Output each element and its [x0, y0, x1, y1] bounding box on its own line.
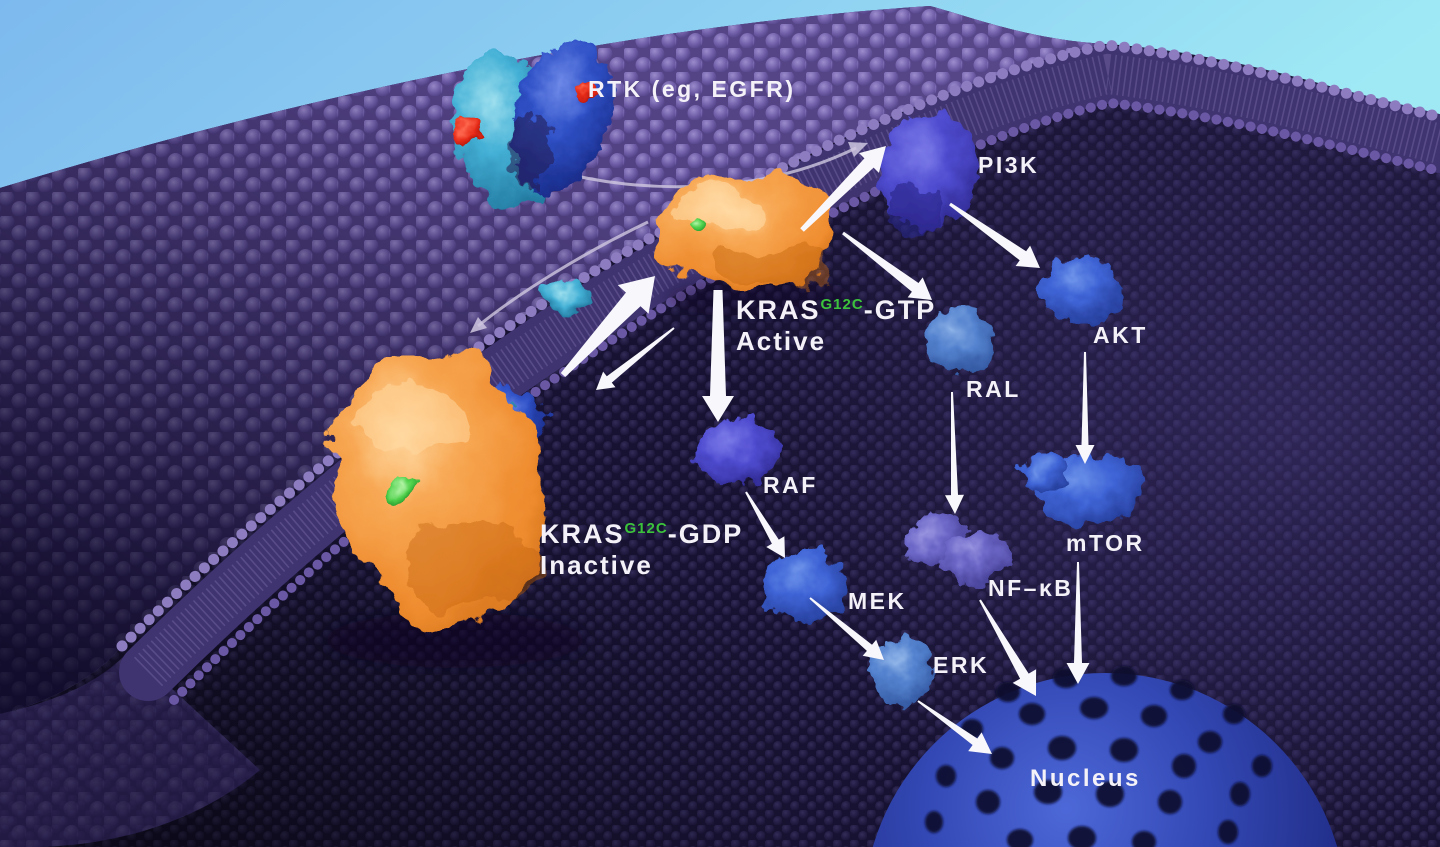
kras-gdp-mutation: G12C	[624, 520, 668, 537]
ral-protein	[921, 306, 995, 374]
nucleus-sphere	[872, 666, 1338, 847]
kras-gtp-mutation: G12C	[820, 296, 864, 313]
arrow-ral-to-nfkb	[945, 392, 964, 514]
kras-gdp-state: Inactive	[540, 550, 653, 581]
sky-background	[0, 0, 1440, 188]
arrow-raf-to-mek	[745, 491, 785, 558]
kras-gtp-state: Active	[736, 326, 827, 357]
arrow-kras-to-raf	[702, 290, 734, 422]
rtk-label: RTK (eg, EGFR)	[588, 76, 796, 102]
kras-gtp-protein	[656, 172, 840, 292]
rtk-protein	[453, 41, 613, 208]
nfkb-protein	[903, 514, 1008, 585]
cell-membrane-surface	[0, 6, 1106, 847]
arrow-mek-to-erk	[809, 597, 884, 660]
kras-gtp-shadow	[665, 278, 855, 318]
arrow-pi3k-to-akt	[949, 202, 1040, 268]
kras-gdp-nucleotide: -GDP	[667, 519, 744, 549]
mek-label: MEK	[848, 588, 907, 614]
curve-arrowhead-pi3k	[848, 142, 868, 157]
pathway-arrows	[560, 146, 1095, 754]
curve-rtk-to-kras	[477, 220, 649, 328]
kras-gtp-label-line1: KRASG12C-GTP	[736, 294, 936, 326]
gdp-nucleotide-site	[383, 475, 407, 499]
nuclear-pores	[925, 666, 1272, 847]
ral-label: RAL	[966, 376, 1021, 402]
kras-gdp-shadow	[325, 612, 585, 668]
kras-gdp-label-line1: KRASG12C-GDP	[540, 518, 743, 550]
raf-protein	[695, 418, 779, 486]
mtor-protein	[1020, 452, 1145, 528]
arrow-nfkb-to-nucleus	[979, 599, 1037, 696]
kras-gtp-nucleotide: -GTP	[863, 295, 937, 325]
arrow-erk-to-nucleus	[917, 700, 992, 754]
arrow-kras-to-pi3k	[800, 146, 886, 232]
ligand-red	[574, 82, 594, 102]
kras-gdp-label: KRASG12C-GDP Inactive	[540, 518, 743, 582]
kras-gtp-gene: KRAS	[736, 295, 821, 325]
pi3k-protein	[878, 114, 978, 234]
arrow-akt-to-mtor	[1075, 352, 1095, 464]
arrow-mtor-to-nucleus	[1066, 562, 1090, 684]
pi3k-label: PI3K	[978, 152, 1040, 178]
erk-label: ERK	[933, 652, 990, 678]
arrow-kras-to-ral	[842, 231, 932, 300]
ligand-red	[454, 119, 480, 145]
kras-gdp-gene: KRAS	[540, 519, 625, 549]
raf-label: RAF	[763, 472, 818, 498]
mek-protein	[764, 550, 848, 622]
nucleus-label: Nucleus	[1030, 765, 1141, 792]
gtp-nucleotide-site	[683, 216, 705, 238]
erk-protein	[872, 638, 932, 706]
curve-arrowhead-kras	[470, 317, 487, 333]
arrow-gtp-to-gdp	[596, 327, 675, 390]
kras-gtp-label: KRASG12C-GTP Active	[736, 294, 936, 358]
arrow-gdp-to-gtp	[560, 276, 655, 377]
kras-gdp-protein	[331, 347, 545, 627]
nfkb-label: NF–κB	[988, 575, 1074, 601]
mtor-label: mTOR	[1066, 530, 1145, 556]
akt-label: AKT	[1093, 322, 1148, 348]
akt-protein	[1043, 257, 1121, 323]
